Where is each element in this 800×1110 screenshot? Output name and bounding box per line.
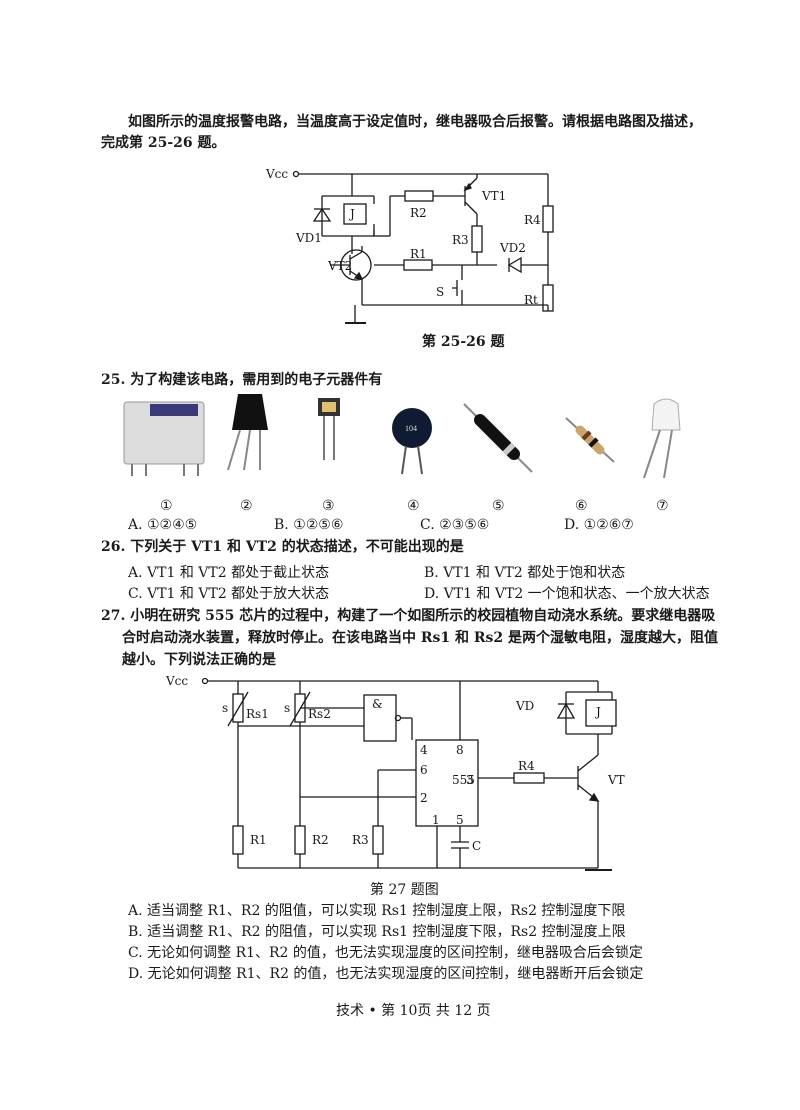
q27-stem-line1: 27. 小明在研究 555 芯片的过程中，构建了一个如图所示的校园植物自动浇水系…	[101, 608, 716, 624]
q25-marker-3: ③	[322, 498, 335, 514]
q27-option-b[interactable]: B. 适当调整 R1、R2 的阻值，可以实现 Rs1 控制湿度下限，Rs2 控制…	[128, 924, 626, 940]
ceramic-capacitor-icon: 104	[392, 408, 432, 475]
q25-marker-6: ⑥	[575, 498, 588, 514]
led-icon	[643, 398, 681, 479]
fig1-caption: 第 25-26 题	[422, 334, 505, 350]
fig2-r2-label: R2	[312, 833, 329, 847]
vt1-transistor	[463, 177, 478, 215]
r1-resistor-2	[232, 825, 244, 855]
fig1-r1-label: R1	[410, 247, 427, 261]
fig1-r3-label: R3	[452, 233, 469, 247]
q27-stem-line2: 合时启动浇水装置，释放时停止。在该电路当中 Rs1 和 Rs2 是两个湿敏电阻，…	[122, 630, 719, 646]
svg-text:104: 104	[405, 424, 417, 433]
fig2-pin6: 6	[420, 763, 428, 777]
q25-option-b[interactable]: B. ①②⑤⑥	[274, 517, 344, 533]
diode-icon	[463, 403, 533, 473]
thermistor-icon	[318, 398, 340, 460]
fig2-chip-label: 555	[452, 773, 475, 787]
intro-line1: 如图所示的温度报警电路，当温度高于设定值时，继电器吸合后报警。请根据电路图及描述…	[128, 114, 702, 130]
fig1-vt1-label: VT1	[482, 189, 507, 203]
fig2-pin3: 3	[466, 773, 474, 787]
fig2-j-label: J	[596, 705, 601, 719]
q26-option-c[interactable]: C. VT1 和 VT2 都处于放大状态	[128, 586, 330, 602]
fig2-rs1-label: Rs1	[246, 707, 269, 721]
q26-stem: 26. 下列关于 VT1 和 VT2 的状态描述，不可能出现的是	[101, 539, 464, 555]
q26-option-d[interactable]: D. VT1 和 VT2 一个饱和状态、一个放大状态	[424, 586, 710, 602]
q25-marker-4: ④	[407, 498, 420, 514]
resistor-icon	[565, 417, 615, 463]
fig2-rs2-label: Rs2	[308, 707, 331, 721]
intro-line2: 完成第 25-26 题。	[101, 135, 226, 151]
vd-diode	[556, 702, 576, 719]
relay-icon	[123, 401, 205, 476]
fig2-pin8: 8	[456, 743, 464, 757]
fig2-s1-label: s	[222, 701, 229, 715]
q27-stem-line3: 越小。下列说法正确的是	[122, 652, 276, 668]
vcc-terminal-1	[292, 170, 300, 178]
fig2-caption: 第 27 题图	[370, 882, 439, 898]
r3-resistor-2	[372, 825, 384, 855]
fig1-j-label: J	[350, 207, 355, 221]
fig2-r4-label: R4	[518, 759, 535, 773]
fig1-s-label: S	[436, 285, 445, 299]
q25-marker-2: ②	[240, 498, 253, 514]
q26-option-b[interactable]: B. VT1 和 VT2 都处于饱和状态	[424, 565, 626, 581]
q25-stem: 25. 为了构建该电路，需用到的电子元器件有	[101, 372, 383, 388]
fig1-r4-label: R4	[524, 213, 541, 227]
transistor-icon	[227, 394, 268, 471]
q26-option-a[interactable]: A. VT1 和 VT2 都处于截止状态	[128, 565, 330, 581]
fig1-r2-label: R2	[410, 206, 427, 220]
vt-transistor	[577, 754, 600, 802]
fig2-vt-label: VT	[608, 773, 625, 787]
r2-resistor-2	[294, 825, 306, 855]
relay-coil-j-2	[585, 699, 617, 727]
q27-option-d[interactable]: D. 无论如何调整 R1、R2 的值，也无法实现湿度的区间控制，继电器断开后会锁…	[128, 966, 644, 982]
q25-option-d[interactable]: D. ①②⑥⑦	[564, 517, 634, 533]
fig1-vcc-label: Vcc	[266, 167, 289, 181]
fig2-pin4: 4	[420, 743, 428, 757]
q25-marker-1: ①	[160, 498, 173, 514]
fig1-vd1-label: VD1	[296, 231, 322, 245]
page-footer: 技术 • 第 10页 共 12 页	[336, 1003, 491, 1019]
q27-option-a[interactable]: A. 适当调整 R1、R2 的阻值，可以实现 Rs1 控制湿度上限，Rs2 控制…	[128, 903, 626, 919]
q25-marker-7: ⑦	[656, 498, 669, 514]
fig2-and-label: &	[372, 697, 383, 711]
fig1-rt-label: Rt	[524, 293, 538, 307]
fig2-vd-label: VD	[516, 699, 535, 713]
q27-option-c[interactable]: C. 无论如何调整 R1、R2 的值，也无法实现湿度的区间控制，继电器吸合后会锁…	[128, 945, 643, 961]
q25-option-a[interactable]: A. ①②④⑤	[128, 517, 198, 533]
fig2-pin2: 2	[420, 791, 428, 805]
fig2-vcc-label: Vcc	[166, 674, 189, 688]
fig1-vt2-label: VT2	[328, 259, 353, 273]
relay-coil-j	[343, 203, 367, 225]
fig2-pin1: 1	[432, 813, 440, 827]
fig2-s2-label: s	[284, 701, 291, 715]
vcc-terminal-2	[201, 677, 209, 685]
q25-option-c[interactable]: C. ②③⑤⑥	[420, 517, 490, 533]
fig2-pin5: 5	[456, 813, 464, 827]
chip-555	[415, 739, 479, 827]
fig2-r3-label: R3	[352, 833, 369, 847]
fig1-vd2-label: VD2	[500, 241, 526, 255]
vd1-diode	[312, 207, 332, 222]
fig2-r1-label: R1	[250, 833, 267, 847]
q25-marker-5: ⑤	[492, 498, 505, 514]
fig2-c-label: C	[472, 839, 482, 853]
